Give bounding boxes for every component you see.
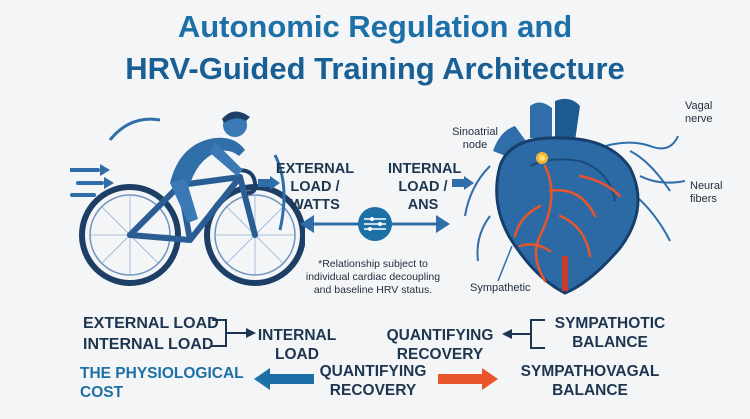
small-right-arrow-icon bbox=[258, 176, 280, 190]
page-title-line2: HRV-Guided Training Architecture bbox=[125, 51, 625, 86]
orange-right-arrow-icon bbox=[438, 368, 498, 390]
bidirectional-arrow bbox=[300, 207, 450, 241]
heart-illustration bbox=[464, 98, 686, 295]
bracket-arrow bbox=[212, 319, 256, 347]
blue-left-arrow-icon bbox=[254, 368, 314, 390]
relationship-note: *Relationship subject to individual card… bbox=[305, 258, 441, 296]
neural-fibers-label: Neural fibers bbox=[690, 180, 723, 205]
external-load-bottom: EXTERNAL LOAD bbox=[83, 315, 219, 332]
small-right-arrow-icon-2 bbox=[452, 176, 474, 190]
sympathetic-label: Sympathetic bbox=[470, 282, 531, 294]
vagal-nerve-label: Vagal nerve bbox=[685, 100, 713, 125]
page-title-line1: Autonomic Regulation and bbox=[177, 9, 573, 44]
quantifying-recovery-top: QUANTIFYING RECOVERY bbox=[386, 327, 494, 363]
internal-load-bottom-left: INTERNAL LOAD bbox=[83, 336, 214, 353]
quantifying-recovery-bottom: QUANTIFYING RECOVERY bbox=[319, 363, 427, 399]
sinoatrial-node-label: Sinoatrial node bbox=[452, 126, 498, 151]
physiological-cost-label: THE PHYSIOLOGICAL COST bbox=[80, 365, 244, 401]
right-bracket-arrow bbox=[502, 319, 545, 349]
sympathovagal-balance-label: SYMPATHOVAGAL BALANCE bbox=[520, 363, 660, 399]
sympathotic-balance-label: SYMPATHOTIC BALANCE bbox=[554, 315, 666, 351]
internal-load-bottom: INTERNAL LOAD bbox=[257, 327, 337, 363]
internal-load-label: INTERNAL LOAD / ANS bbox=[388, 161, 462, 213]
cyclist-illustration bbox=[70, 111, 305, 286]
external-load-label: EXTERNAL LOAD / WATTS bbox=[275, 161, 355, 213]
